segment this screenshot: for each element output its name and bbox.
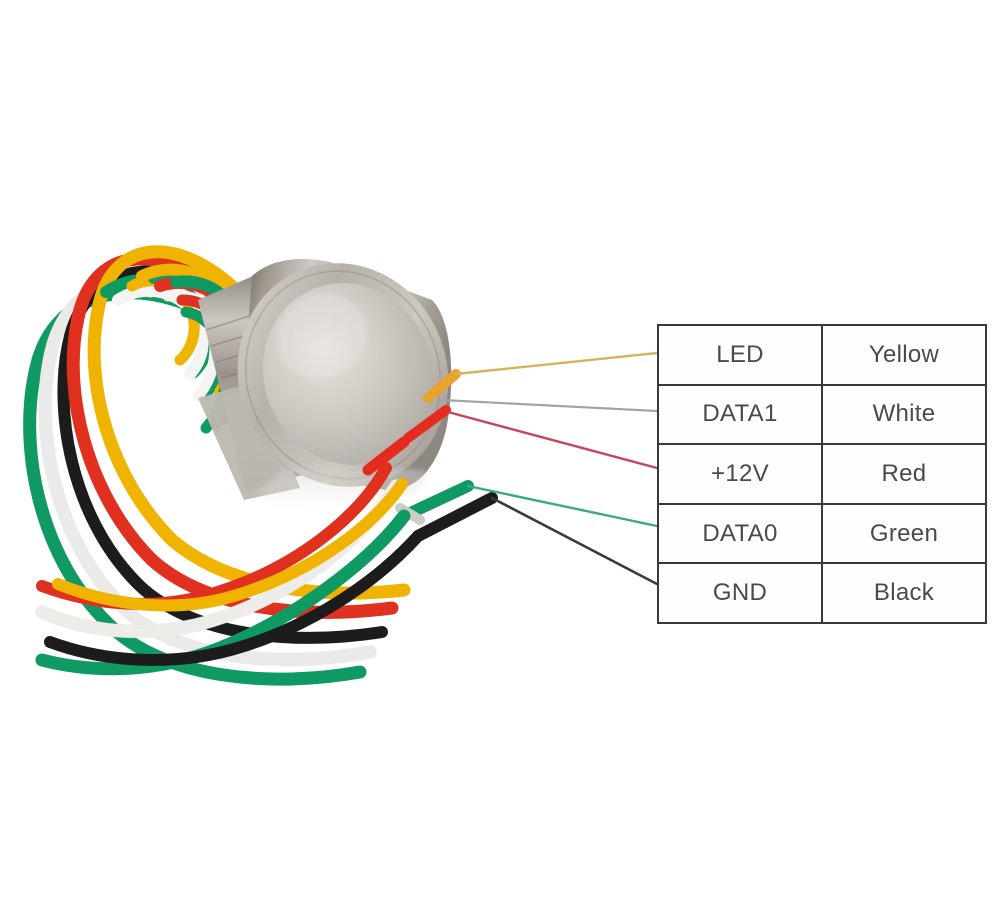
wire-lower-black: [44, 530, 424, 666]
pinout-color-cell: Yellow: [821, 324, 987, 386]
rfid-reader-device: [198, 258, 452, 521]
pinout-table: LED Yellow DATA1 White +12V Red DATA0 Gr…: [657, 324, 987, 624]
pinout-table-body: LED Yellow DATA1 White +12V Red DATA0 Gr…: [657, 324, 987, 624]
pinout-color-cell: Black: [821, 562, 987, 624]
wire-tail-yellow: [423, 369, 461, 403]
wire-tail-red-lower: [362, 436, 410, 476]
pinout-color-cell: Red: [821, 443, 987, 505]
table-row: DATA0 Green: [657, 502, 987, 565]
pinout-signal-cell: DATA1: [657, 383, 823, 446]
device-mounting-nut: [198, 382, 300, 500]
wire-lower-bundle: [35, 462, 424, 676]
table-row: GND Black: [657, 562, 987, 624]
table-row: +12V Red: [657, 443, 987, 505]
wire-lower-yellow: [52, 478, 408, 612]
pinout-signal-cell: LED: [657, 324, 823, 386]
wire-tail-red-upper: [403, 405, 451, 443]
leader-line-gnd-black: [490, 496, 659, 586]
device-face-highlight: [276, 293, 368, 379]
leader-line-data1-white: [440, 398, 659, 413]
leader-line-data0-green: [466, 484, 659, 528]
leader-line-led-yellow: [454, 351, 659, 376]
pinout-signal-cell: GND: [657, 562, 823, 624]
pinout-signal-cell: DATA0: [657, 502, 823, 565]
leader-lines: [440, 351, 659, 586]
table-row: DATA1 White: [657, 383, 987, 446]
pinout-color-cell: White: [821, 383, 987, 446]
table-row: LED Yellow: [657, 324, 987, 386]
leader-line-12v-red: [446, 410, 659, 470]
wire-tail-black: [412, 492, 498, 542]
pinout-signal-cell: +12V: [657, 443, 823, 505]
pinout-color-cell: Green: [821, 502, 987, 565]
